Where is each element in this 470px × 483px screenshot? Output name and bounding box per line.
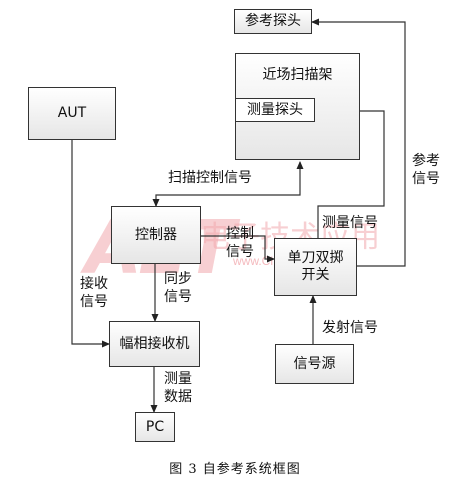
- reference-signal-line: [311, 18, 406, 267]
- measurement-probe-block: 测量探头: [235, 98, 315, 122]
- aut-block: AUT: [28, 87, 116, 140]
- receiver-block: 幅相接收机: [109, 321, 200, 367]
- scan-control-signal-label: 扫描控制信号: [168, 170, 252, 186]
- control-signal-line: [201, 235, 275, 263]
- sync-signal-label: 同步 信号: [164, 271, 192, 305]
- figure-caption: 图 3 自参考系统框图: [169, 462, 301, 477]
- measured-data-label: 测量 数据: [164, 371, 192, 405]
- reference-signal-label: 参考 信号: [412, 153, 440, 187]
- transmit-signal-label: 发射信号: [322, 320, 378, 336]
- receive-signal-line: [71, 140, 110, 348]
- measure-signal-line: [314, 107, 385, 238]
- signal-source-block: 信号源: [275, 344, 354, 384]
- reference-probe-block: 参考探头: [234, 9, 312, 34]
- controller-block: 控制器: [111, 206, 201, 264]
- control-signal-label: 控制 信号: [226, 226, 254, 260]
- receive-signal-label: 接收 信号: [80, 276, 108, 310]
- pc-block: PC: [135, 412, 175, 442]
- spdt-switch-block: 单刀双掷 开关: [274, 238, 357, 296]
- scanner-label: 近场扫描架: [262, 67, 333, 83]
- measure-signal-label: 测量信号: [322, 215, 378, 231]
